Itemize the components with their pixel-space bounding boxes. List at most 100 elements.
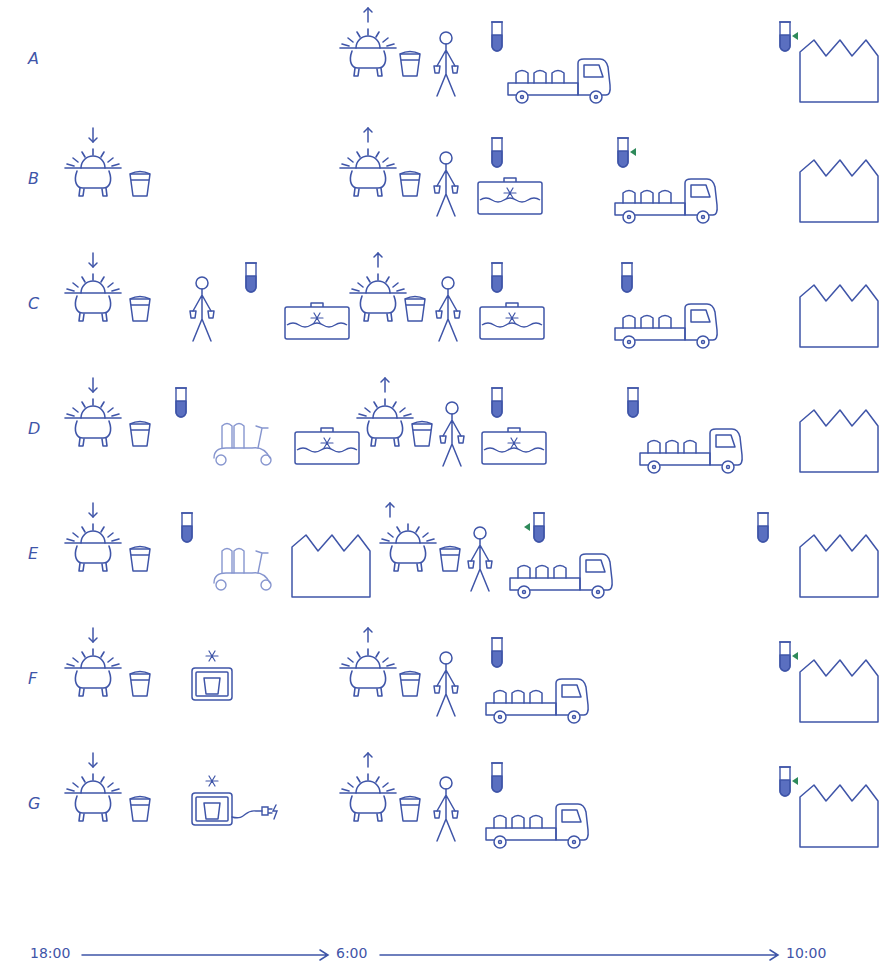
factory-icon xyxy=(800,410,878,472)
row-letter: B xyxy=(28,170,39,188)
arrow-up xyxy=(374,253,382,267)
sun-udder-icon xyxy=(65,399,121,446)
sun-udder-icon xyxy=(340,649,396,696)
bucket-icon xyxy=(400,797,420,822)
power-cord xyxy=(232,805,277,819)
truck-icon xyxy=(508,59,610,103)
person-icon xyxy=(190,277,214,341)
axis-arrow xyxy=(82,950,328,960)
row-d-icons xyxy=(65,378,878,473)
factory-icon xyxy=(800,660,878,722)
truck-icon xyxy=(615,179,717,223)
arrow-down xyxy=(89,128,97,142)
bucket-icon xyxy=(130,297,150,322)
row-letter: D xyxy=(28,420,40,438)
bucket-icon xyxy=(130,547,150,572)
sample-tube xyxy=(491,138,503,167)
factory-icon xyxy=(800,535,878,597)
bucket-icon xyxy=(400,672,420,697)
sample-tube xyxy=(757,513,769,542)
sun-udder-icon xyxy=(65,274,121,321)
row-letter: F xyxy=(28,670,37,688)
sample-tube xyxy=(491,638,503,667)
arrow-up xyxy=(364,128,372,142)
scooter-icon xyxy=(214,424,271,466)
cooler-icon xyxy=(285,303,349,339)
marker-triangle xyxy=(792,32,798,40)
truck-icon xyxy=(486,804,588,848)
sun-udder-icon xyxy=(340,774,396,821)
bucket-icon xyxy=(400,52,420,77)
bucket-icon xyxy=(130,172,150,197)
bucket-icon xyxy=(440,547,460,572)
arrow-down xyxy=(89,378,97,392)
time-axis xyxy=(82,950,778,960)
cooler-icon xyxy=(295,428,359,464)
marker-triangle xyxy=(524,523,530,531)
marker-triangle xyxy=(792,652,798,660)
factory-icon xyxy=(800,785,878,847)
arrow-up xyxy=(386,503,394,517)
marker-triangle xyxy=(630,148,636,156)
row-letter: G xyxy=(28,795,40,813)
row-f-icons xyxy=(65,628,878,723)
sun-udder-icon xyxy=(380,524,436,571)
person-icon xyxy=(440,402,464,466)
sample-tube xyxy=(779,22,791,51)
cooler-icon xyxy=(478,178,542,214)
marker-triangle xyxy=(792,777,798,785)
row-letter: A xyxy=(28,50,39,68)
axis-arrow xyxy=(380,950,778,960)
scooter-icon xyxy=(214,549,271,591)
fridge-icon xyxy=(192,776,232,825)
factory-icon xyxy=(800,160,878,222)
arrow-down xyxy=(89,503,97,517)
sun-udder-icon xyxy=(357,399,413,446)
arrow-up xyxy=(381,378,389,392)
sample-tube xyxy=(491,388,503,417)
row-g-icons xyxy=(65,753,878,848)
sun-udder-icon xyxy=(65,149,121,196)
factory-icon xyxy=(800,285,878,347)
cooler-icon xyxy=(480,303,544,339)
bucket-icon xyxy=(412,422,432,447)
bucket-icon xyxy=(130,672,150,697)
factory-icon xyxy=(292,535,370,597)
sun-udder-icon xyxy=(350,274,406,321)
sample-tube xyxy=(779,642,791,671)
row-letter: E xyxy=(28,545,38,563)
sun-udder-icon xyxy=(340,149,396,196)
person-icon xyxy=(434,152,458,216)
sample-tube xyxy=(181,513,193,542)
sun-udder-icon xyxy=(340,29,396,76)
arrow-down xyxy=(89,753,97,767)
truck-icon xyxy=(510,554,612,598)
truck-icon xyxy=(486,679,588,723)
arrow-down xyxy=(89,253,97,267)
person-icon xyxy=(434,652,458,716)
bucket-icon xyxy=(400,172,420,197)
sun-udder-icon xyxy=(65,649,121,696)
row-letter: C xyxy=(28,295,39,313)
bucket-icon xyxy=(130,422,150,447)
person-icon xyxy=(468,527,492,591)
row-a-icons xyxy=(340,8,878,103)
row-c-icons xyxy=(65,253,878,348)
cooler-icon xyxy=(482,428,546,464)
sample-tube xyxy=(491,263,503,292)
sun-udder-icon xyxy=(65,774,121,821)
sample-tube xyxy=(533,513,545,542)
person-icon xyxy=(434,32,458,96)
row-b-icons xyxy=(65,128,878,223)
sample-tube xyxy=(491,763,503,792)
bucket-icon xyxy=(130,797,150,822)
truck-icon xyxy=(640,429,742,473)
arrow-up xyxy=(364,8,372,22)
time-label: 10:00 xyxy=(786,946,826,961)
time-label: 6:00 xyxy=(336,946,367,961)
sample-tube xyxy=(245,263,257,292)
sun-udder-icon xyxy=(65,524,121,571)
person-icon xyxy=(434,777,458,841)
time-label: 18:00 xyxy=(30,946,70,961)
